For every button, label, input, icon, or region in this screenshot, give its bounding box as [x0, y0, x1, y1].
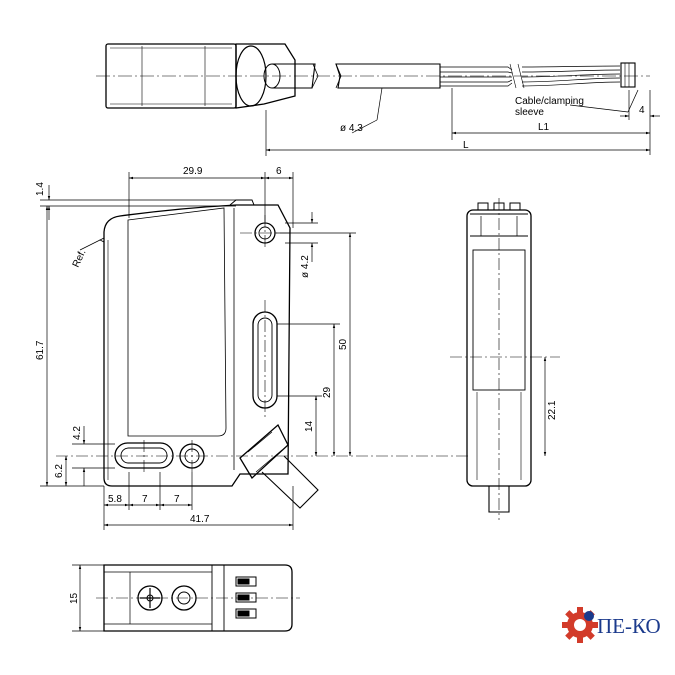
dim-L: L — [463, 140, 469, 151]
dim-L1: L1 — [538, 122, 550, 133]
side-view-cable — [488, 486, 510, 513]
logo-text: ПЕ-КО — [597, 614, 661, 638]
dim-1-4: 1.4 — [35, 182, 46, 196]
dim-6-2: 6.2 — [54, 464, 65, 478]
dim-7-second: 7 — [174, 494, 180, 505]
top-view — [96, 43, 650, 109]
dim-50: 50 — [338, 338, 349, 350]
dim-cable-note-1: Cable/clamping — [515, 96, 584, 107]
dim-connector-4: 4 — [639, 105, 645, 116]
bottom-view-dimensions — [72, 564, 300, 632]
dim-29: 29 — [322, 386, 333, 398]
dim-cable-note-2: sleeve — [515, 107, 544, 118]
side-view-dimensions — [450, 198, 560, 520]
bottom-view-body — [103, 564, 293, 632]
dim-22-1: 22.1 — [547, 400, 558, 420]
front-view-centerlines — [56, 215, 470, 472]
top-view-clamp-head — [235, 43, 296, 109]
dim-4-2-left: 4.2 — [72, 426, 83, 440]
dim-41-7: 41.7 — [190, 514, 210, 525]
front-view-cable-gland — [239, 423, 289, 480]
dim-29-9: 29.9 — [183, 166, 203, 177]
dim-14: 14 — [304, 420, 315, 432]
bottom-view-dip-switches — [235, 576, 257, 619]
top-view-connector — [620, 62, 636, 88]
front-view-body — [103, 204, 291, 487]
dim-6: 6 — [276, 166, 282, 177]
dim-7-first: 7 — [142, 494, 148, 505]
front-view — [99, 199, 319, 509]
dim-61-7: 61.7 — [35, 340, 46, 360]
front-view-cable — [261, 455, 319, 509]
gear-icon — [562, 607, 598, 643]
top-view-dimensions — [265, 87, 660, 156]
dim-ref: Ref. — [71, 248, 89, 269]
dim-cable-diameter: ø 4.3 — [340, 123, 363, 134]
brand-logo: ПЕ-КО — [562, 607, 661, 643]
front-view-inner-panel — [127, 207, 227, 437]
front-view-dimensions — [40, 172, 356, 530]
top-view-cable — [272, 63, 316, 89]
dim-5-8: 5.8 — [108, 494, 122, 505]
dim-hole-diameter: ø 4.2 — [300, 255, 311, 278]
dim-15: 15 — [69, 592, 80, 604]
